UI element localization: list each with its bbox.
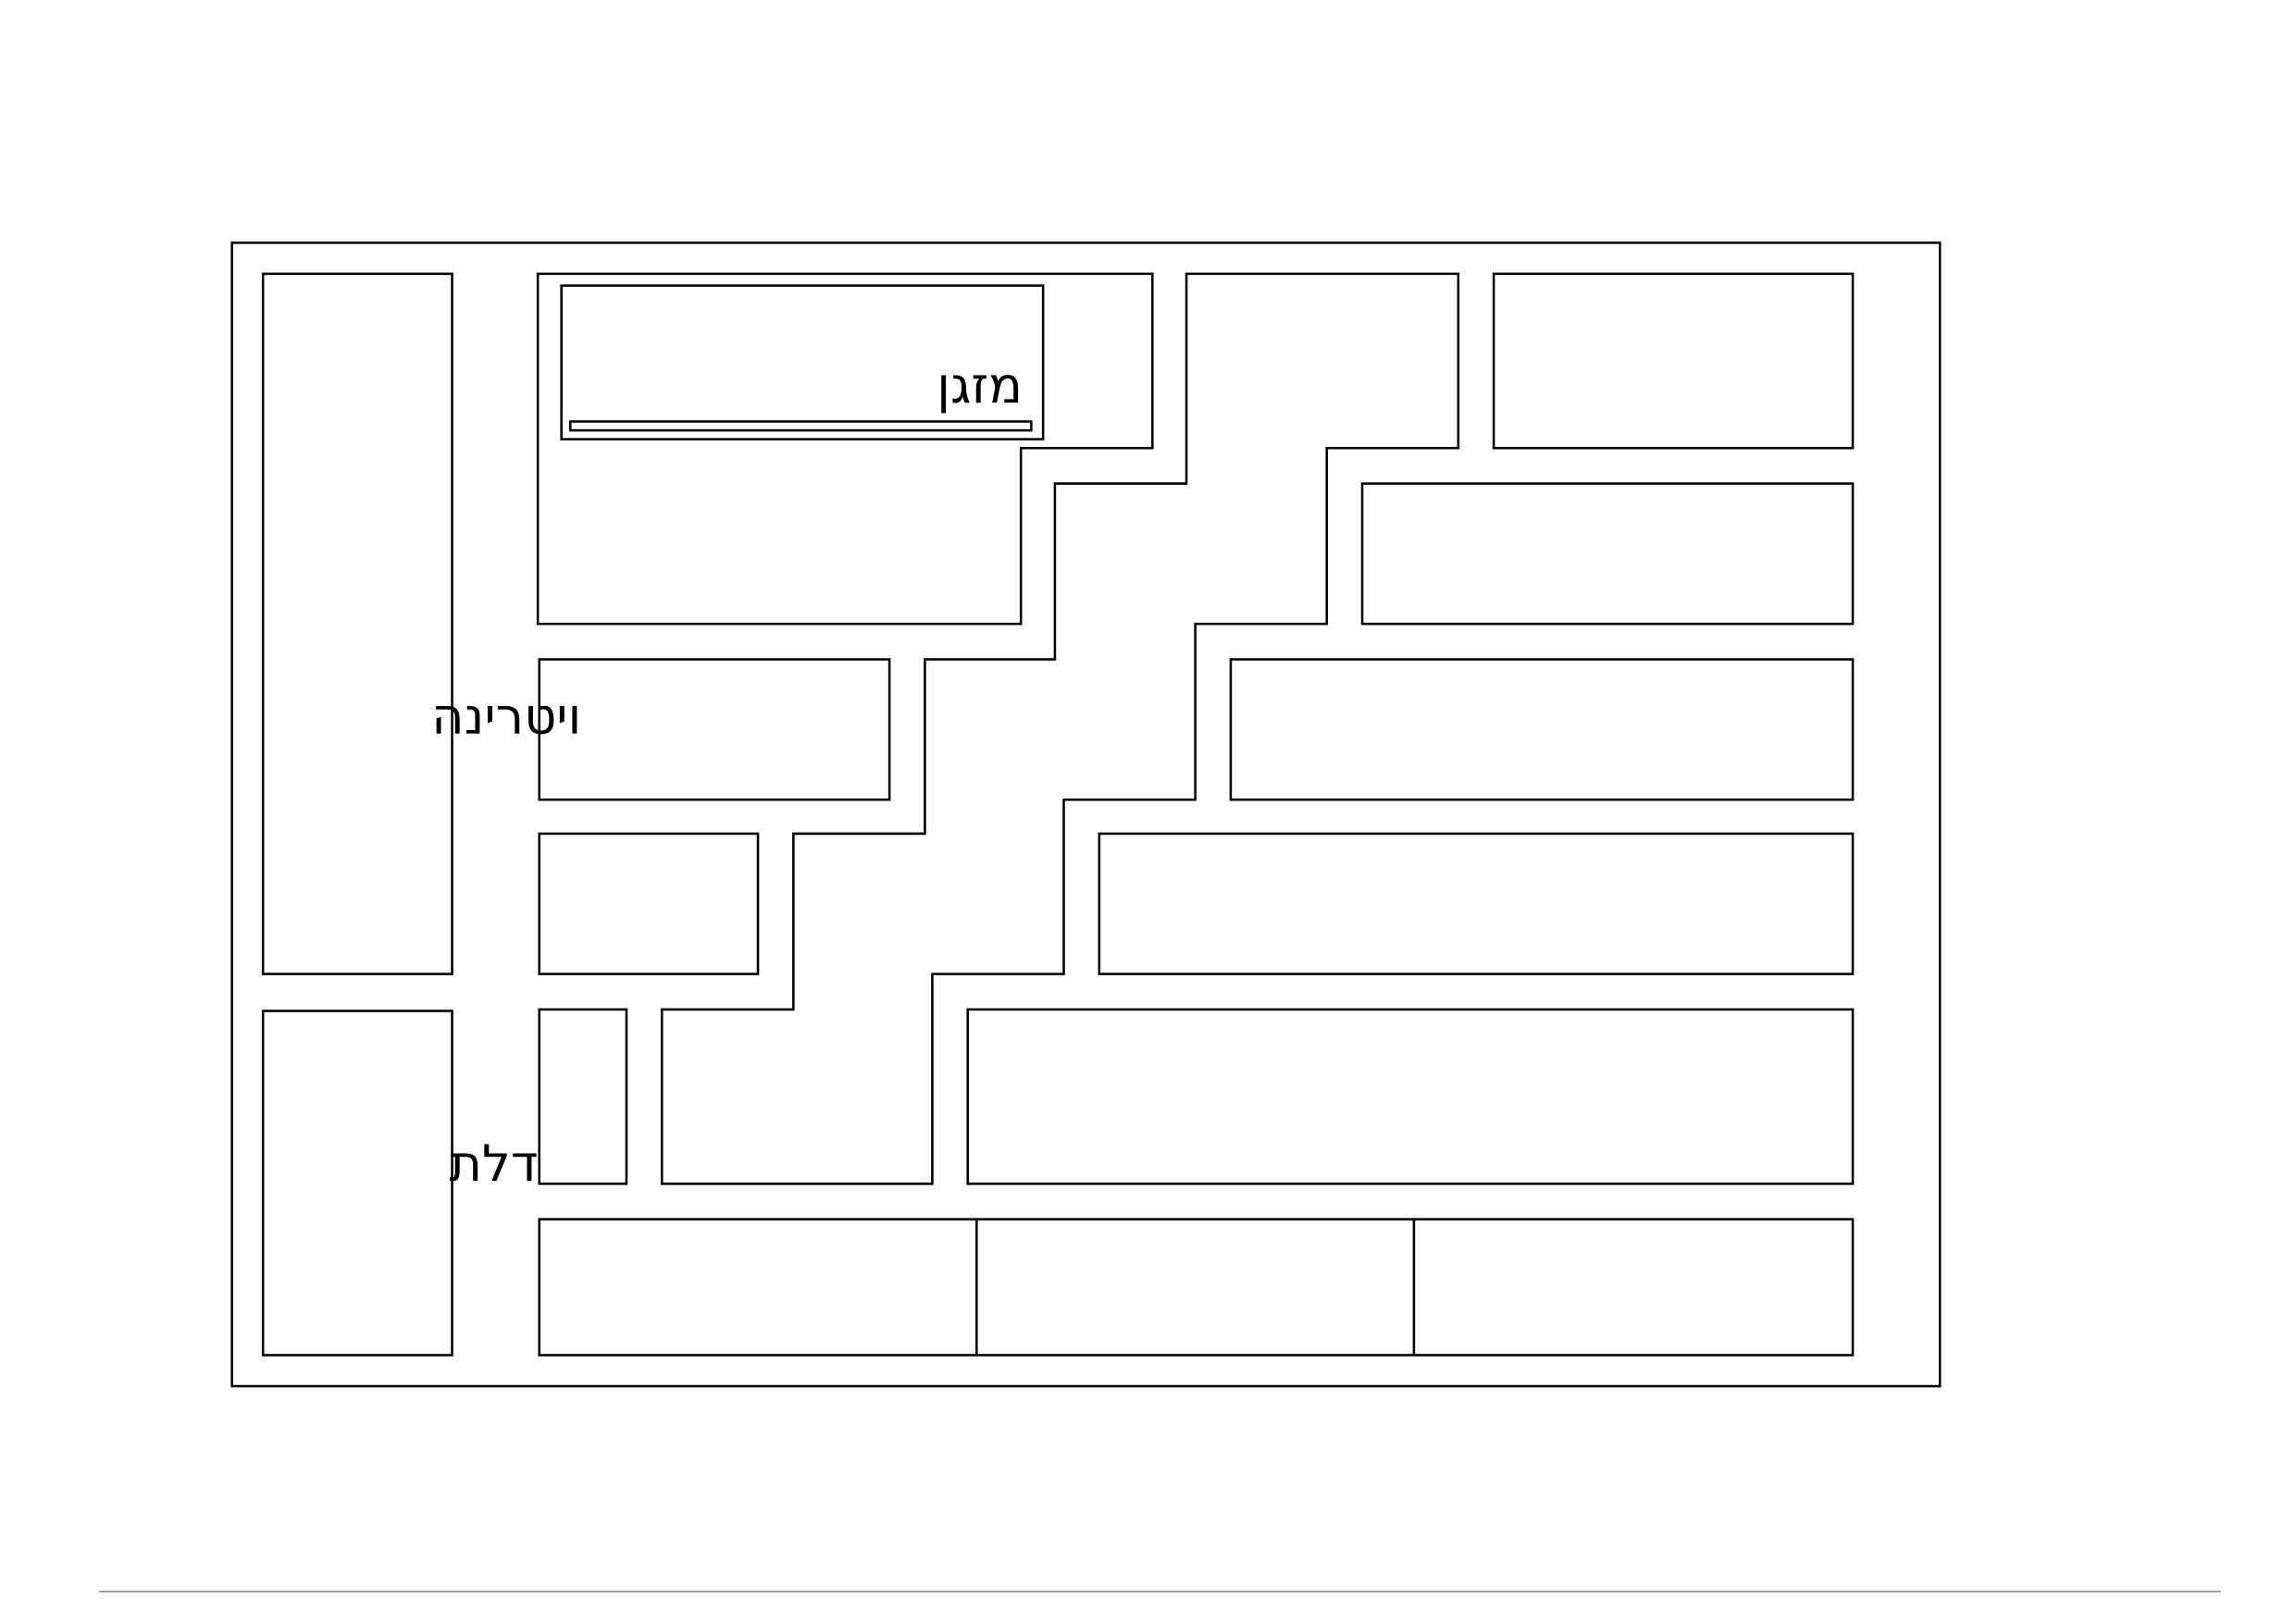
air-conditioner — [560, 284, 1045, 440]
air-conditioner-vent — [568, 420, 1033, 432]
air-conditioner-label: מזגן — [937, 356, 1023, 415]
shelf-staircase — [660, 272, 1460, 1185]
display-case-label: ויטרינה — [431, 687, 581, 745]
shelf-right-4 — [1098, 832, 1855, 975]
room-outline — [230, 242, 1942, 1388]
shelf-right-3 — [1229, 658, 1855, 801]
shelf-right-2 — [1360, 482, 1855, 626]
counter-bottom — [538, 1218, 1855, 1357]
shelf-left-1 — [538, 658, 891, 801]
shelf-top-left — [536, 272, 1154, 626]
door — [261, 1010, 453, 1357]
shelf-right-1 — [1492, 272, 1855, 450]
door-label: דלת — [449, 1134, 538, 1193]
shelf-left-3 — [538, 1008, 628, 1185]
display-case — [261, 272, 453, 975]
shelf-left-2 — [538, 832, 760, 975]
shelf-right-5 — [966, 1008, 1855, 1185]
